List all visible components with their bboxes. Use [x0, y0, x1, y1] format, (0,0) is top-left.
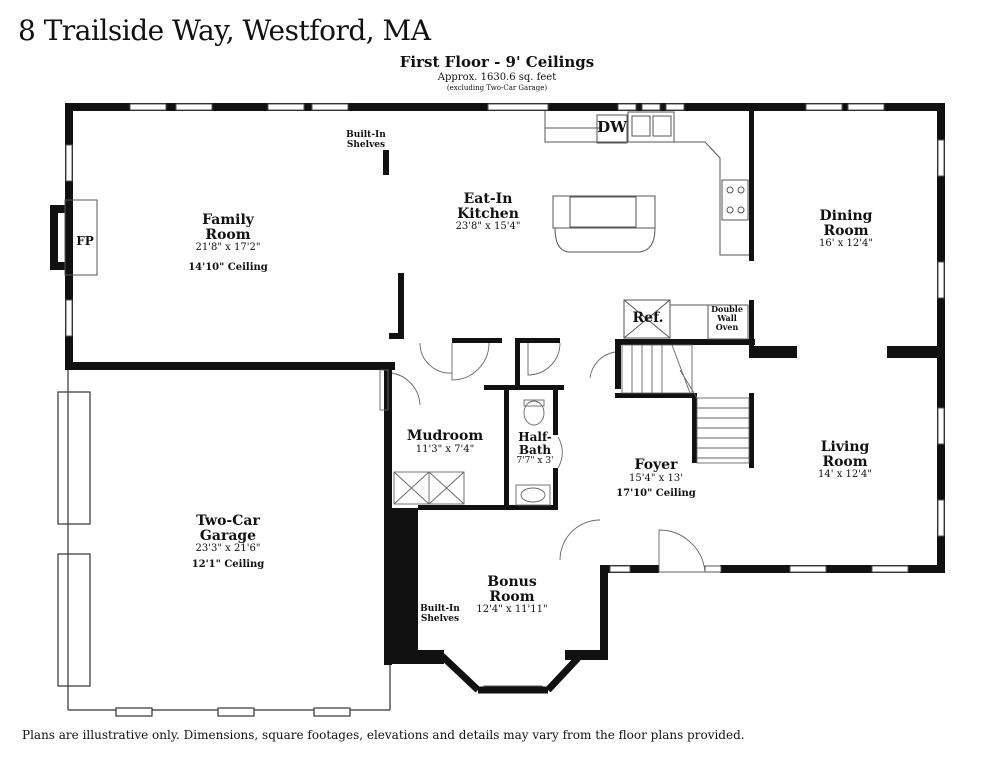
room-mudroom: Mudroom 11'3" x 7'4": [407, 429, 483, 455]
room-name: Garage: [199, 527, 257, 544]
stairs: [621, 344, 750, 464]
kitchen-fixtures: [64, 111, 749, 340]
room-name: Half-: [518, 430, 552, 444]
room-ceiling: 12'1" Ceiling: [191, 558, 265, 570]
interior-walls: [383, 111, 937, 650]
room-dimensions: 11'3" x 7'4": [415, 443, 475, 455]
shelves-line: Shelves: [346, 139, 386, 150]
shelves-line: Shelves: [420, 613, 460, 624]
room-dimensions: 14' x 12'4": [818, 469, 872, 481]
fireplace-label: FP: [76, 234, 94, 248]
room-name: Eat-In: [463, 191, 513, 207]
room-name: Kitchen: [457, 205, 519, 222]
room-name: Foyer: [634, 457, 678, 473]
area-label: Approx. 1630.6 sq. feet: [437, 72, 557, 83]
room-name: Dining: [819, 208, 873, 224]
bonus-bay: [439, 653, 581, 694]
room-name: Room: [489, 588, 535, 605]
room-living: Living Room 14' x 12'4": [818, 440, 872, 481]
room-foyer: Foyer 15'4" x 13' 17'10" Ceiling: [616, 458, 696, 500]
room-halfbath: Half- Bath 7'7" x 3': [516, 431, 553, 467]
room-name: Family: [202, 212, 254, 228]
garage-outline: [57, 370, 391, 717]
room-name: Room: [822, 453, 868, 470]
room-dimensions: 16' x 12'4": [819, 238, 873, 250]
address-title: 8 Trailside Way, Westford, MA: [18, 14, 431, 47]
dishwasher-label: DW: [597, 118, 627, 136]
room-dimensions: 21'8" x 17'2": [195, 242, 261, 254]
room-name: Two-Car: [196, 513, 260, 529]
wall-oven-line: Wall: [717, 312, 737, 323]
wall-oven-line: Oven: [715, 321, 739, 332]
room-kitchen: Eat-In Kitchen 23'8" x 15'4": [456, 192, 521, 233]
shelves-line: Built-In: [420, 604, 460, 614]
room-dimensions: 15'4" x 13': [629, 472, 683, 484]
built-in-shelves-bonus: Built-In Shelves: [420, 604, 460, 625]
area-note: (excluding Two-Car Garage): [446, 84, 548, 92]
disclaimer-text: Plans are illustrative only. Dimensions,…: [22, 728, 745, 742]
room-family: Family Room 21'8" x 17'2" 14'10" Ceiling: [188, 213, 268, 273]
room-dimensions: 7'7" x 3': [516, 456, 554, 467]
floor-title: First Floor - 9' Ceilings: [399, 53, 595, 71]
refrigerator-label: Ref.: [632, 310, 664, 326]
built-in-shelves-family: Built-In Shelves: [346, 130, 386, 151]
doors: [379, 342, 706, 573]
room-dining: Dining Room 16' x 12'4": [819, 209, 873, 250]
room-garage: Two-Car Garage 23'3" x 21'6" 12'1" Ceili…: [192, 514, 265, 570]
wall-oven-label: Double Wall Oven: [711, 305, 743, 331]
room-name: Bath: [518, 442, 552, 457]
room-name: Room: [205, 226, 251, 243]
room-bonus: Bonus Room 12'4" x 11'11": [476, 575, 547, 616]
room-name: Mudroom: [406, 428, 484, 444]
bath-fixtures: [393, 399, 551, 506]
room-dimensions: 23'3" x 21'6": [195, 543, 261, 555]
room-name: Bonus: [487, 574, 537, 590]
room-name: Room: [823, 222, 869, 239]
shelves-line: Built-In: [346, 130, 386, 140]
room-dimensions: 12'4" x 11'11": [476, 604, 548, 616]
room-ceiling: 14'10" Ceiling: [188, 261, 268, 273]
room-dimensions: 23'8" x 15'4": [455, 221, 521, 233]
room-ceiling: 17'10" Ceiling: [616, 488, 696, 500]
wall-oven-line: Double: [711, 304, 743, 314]
room-name: Living: [820, 439, 870, 455]
